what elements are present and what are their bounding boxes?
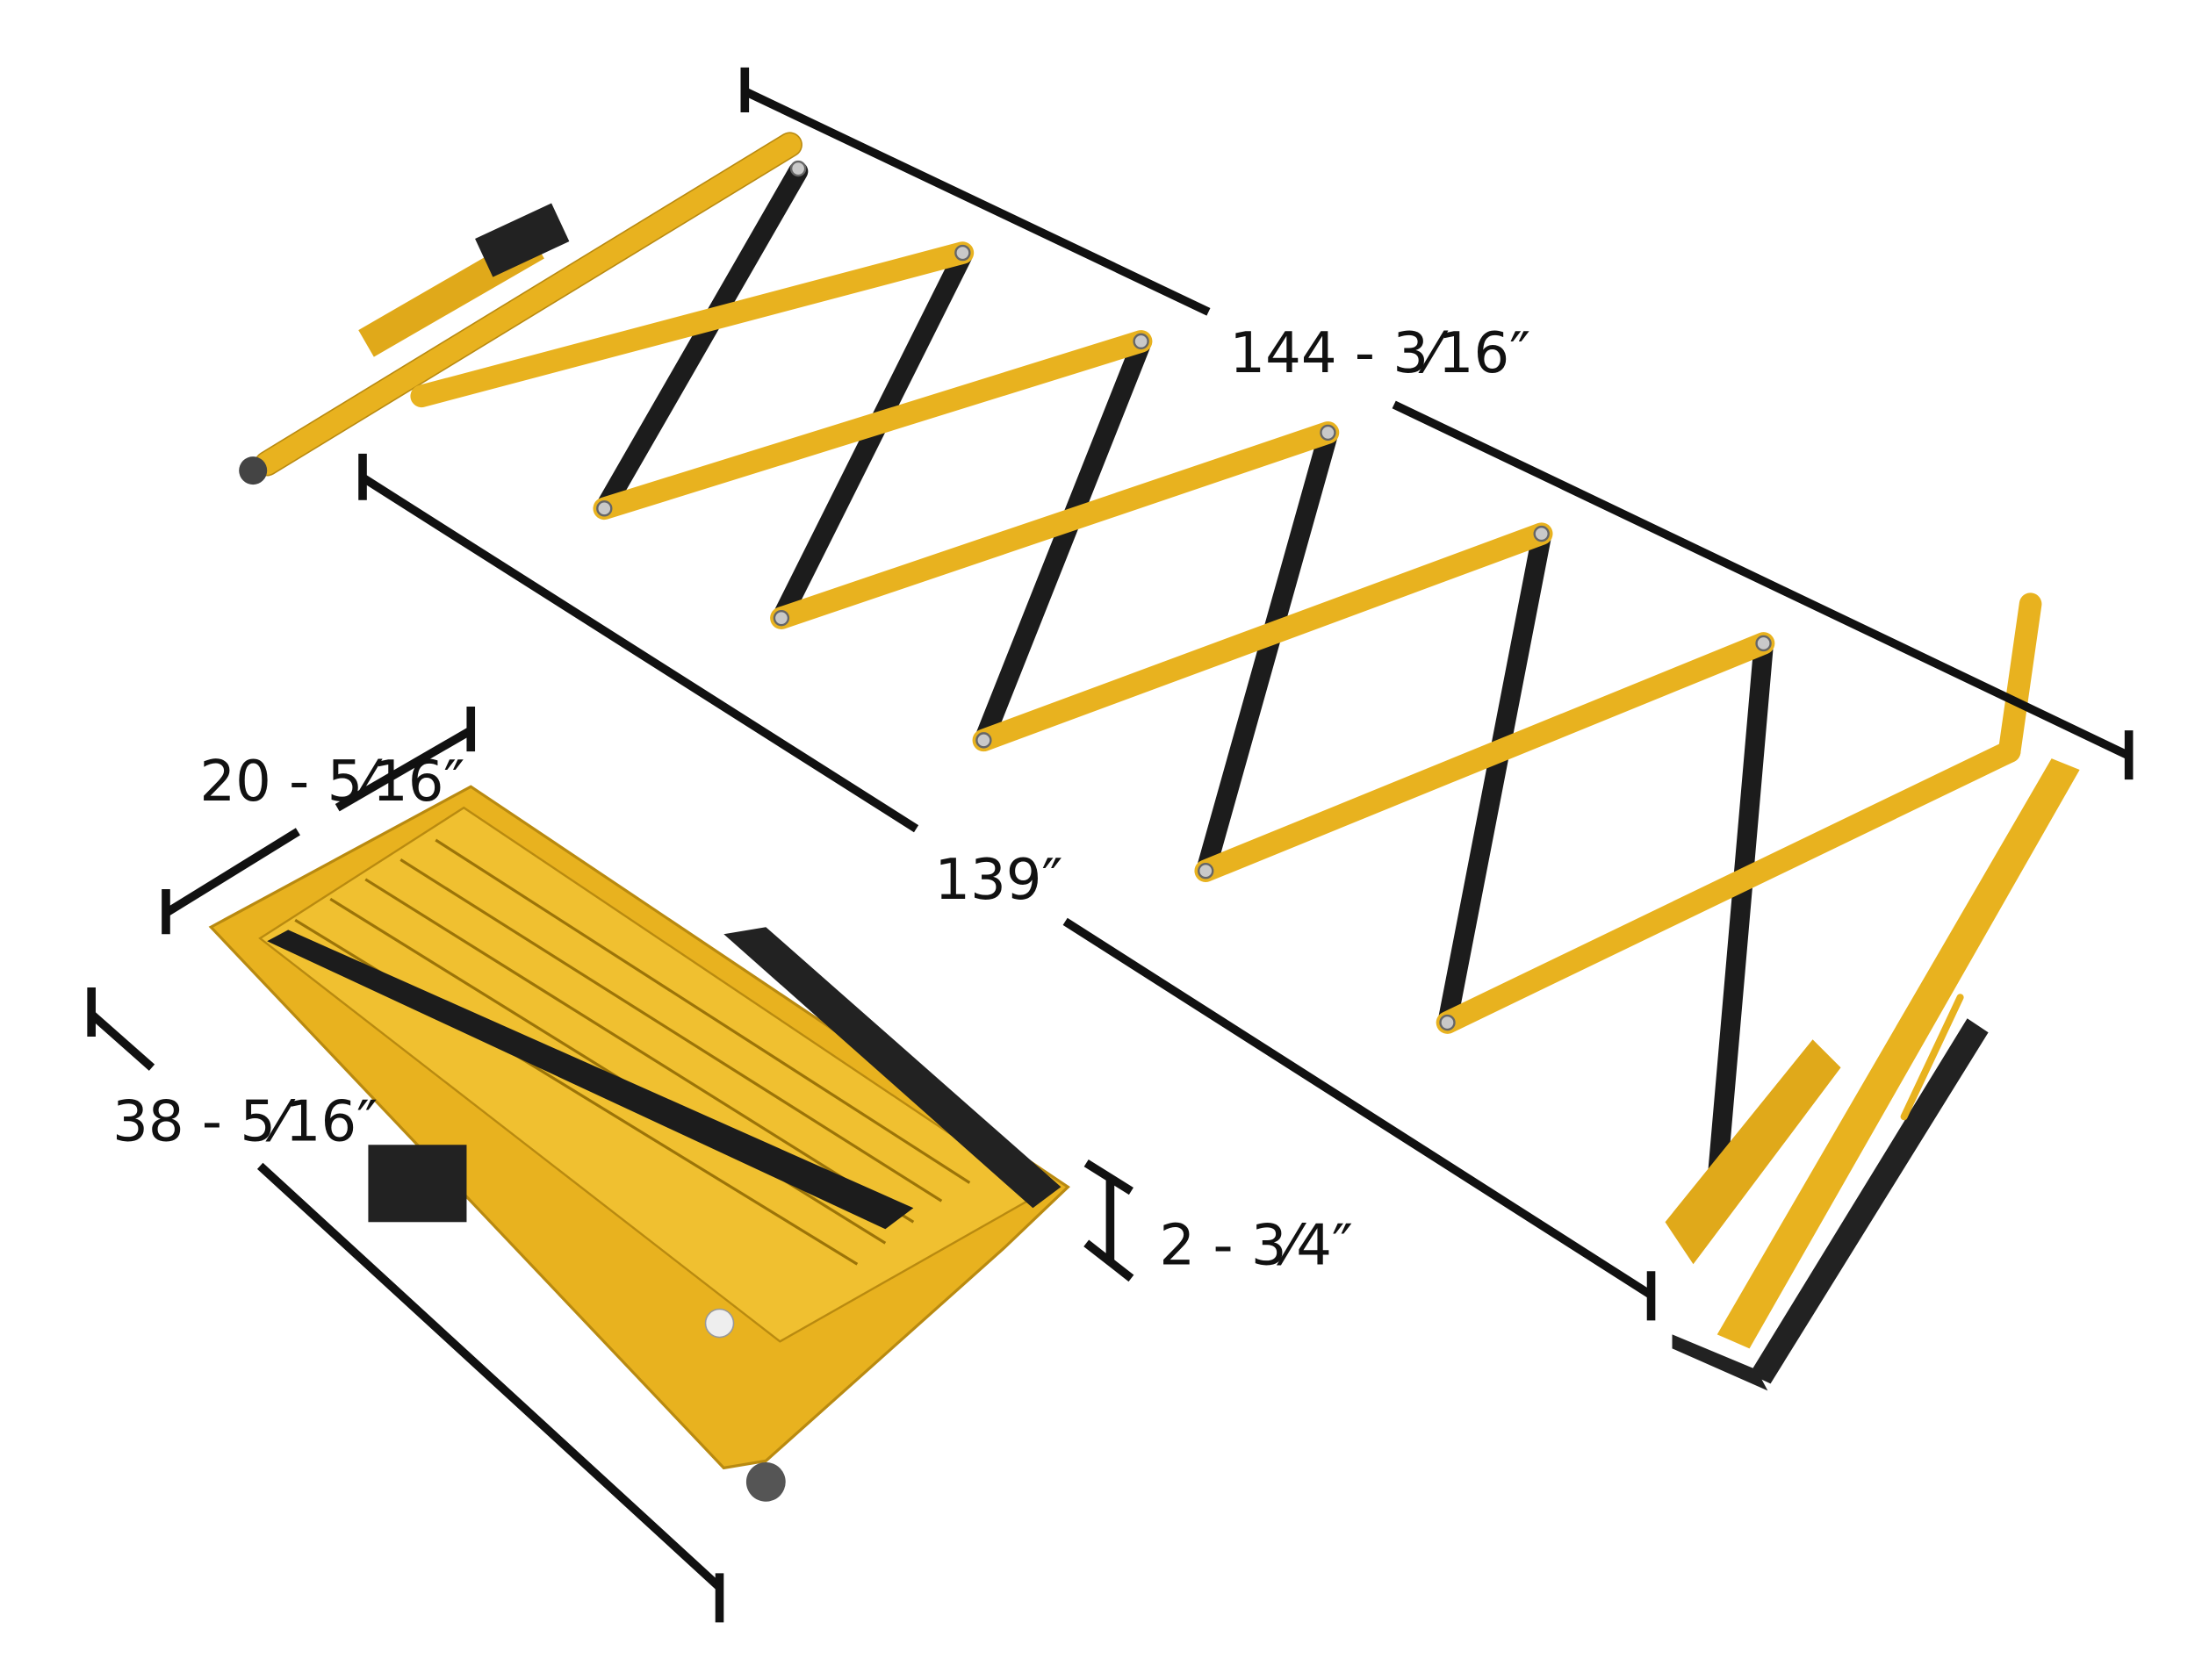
pivots — [596, 160, 1772, 1188]
dimension-label-collapsed-length: 38 - 5⁄16″ — [112, 1089, 378, 1154]
left-end-post — [239, 132, 802, 485]
dimension-label-depth: 2 - 3⁄4″ — [1159, 1213, 1353, 1278]
dimension-label-extended-gate: 139″ — [934, 848, 1062, 913]
dimension-139: 139″ — [358, 453, 1656, 1321]
dimension-20: 20 - 5⁄16″ — [162, 706, 476, 935]
caster-wheel-icon — [239, 456, 268, 485]
extended-scissor-gate — [239, 132, 2080, 1391]
chain-bracket-icon — [368, 1145, 467, 1223]
dimension-2-3-4: 2 - 3⁄4″ — [1083, 1159, 1353, 1282]
dimension-label-extended-overall: 144 - 3⁄16″ — [1229, 321, 1530, 386]
chain-bracket-icon — [475, 203, 570, 277]
right-end-post — [1665, 592, 2080, 1391]
black-bars — [594, 162, 1774, 1190]
dimension-label-collapsed-width: 20 - 5⁄16″ — [199, 750, 464, 815]
yellow-bars — [410, 241, 2021, 1034]
dimension-144: 144 - 3⁄16″ — [740, 67, 2134, 780]
dimension-38: 38 - 5⁄16″ — [87, 987, 724, 1623]
caster-wheel-icon — [745, 1461, 786, 1502]
collapsed-scissor-gate — [208, 785, 1070, 1502]
